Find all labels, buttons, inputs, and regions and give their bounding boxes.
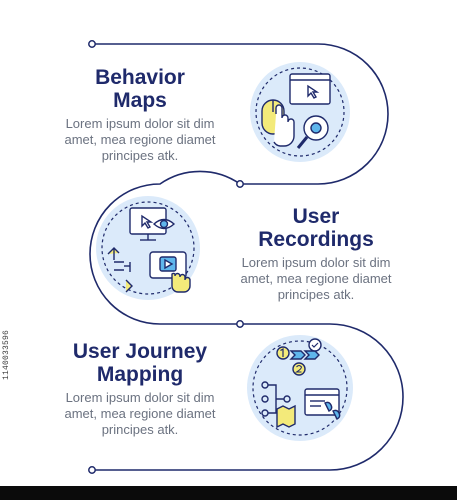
step-title-line: Behavior xyxy=(95,66,185,89)
step-description: Lorem ipsum dolor sit dim amet, mea regi… xyxy=(40,116,240,164)
step-user-journey-mapping: User Journey Mapping Lorem ipsum dolor s… xyxy=(40,340,240,438)
step-user-recordings: User Recordings Lorem ipsum dolor sit di… xyxy=(216,205,416,303)
user-recordings-icon xyxy=(96,196,200,300)
step-description: Lorem ipsum dolor sit dim amet, mea regi… xyxy=(216,255,416,303)
step-desc-line: Lorem ipsum dolor sit dim xyxy=(65,390,215,405)
step-title-line: Maps xyxy=(113,89,167,112)
step-title: User Recordings xyxy=(216,205,416,251)
step-desc-line: principes atk. xyxy=(101,148,179,163)
step-desc-line: amet, mea regione diamet xyxy=(64,406,216,421)
step-desc-line: principes atk. xyxy=(277,287,355,302)
footer-bar xyxy=(0,486,457,500)
step-title-line: User Journey xyxy=(72,340,208,363)
step-desc-line: principes atk. xyxy=(101,422,179,437)
behavior-maps-icon xyxy=(250,62,350,162)
step-title: User Journey Mapping xyxy=(40,340,240,386)
user-journey-mapping-icon xyxy=(247,335,353,441)
step-title-line: User xyxy=(292,205,340,228)
step-description: Lorem ipsum dolor sit dim amet, mea regi… xyxy=(40,390,240,438)
step-title-line: Recordings xyxy=(258,228,374,251)
step-behavior-maps: Behavior Maps Lorem ipsum dolor sit dim … xyxy=(40,66,240,164)
step-title-line: Mapping xyxy=(96,363,184,386)
step-desc-line: Lorem ipsum dolor sit dim xyxy=(241,255,391,270)
step-title: Behavior Maps xyxy=(40,66,240,112)
step-desc-line: amet, mea regione diamet xyxy=(240,271,392,286)
watermark-id: 1140033596 xyxy=(2,329,11,380)
step-desc-line: Lorem ipsum dolor sit dim xyxy=(65,116,215,131)
step-desc-line: amet, mea regione diamet xyxy=(64,132,216,147)
